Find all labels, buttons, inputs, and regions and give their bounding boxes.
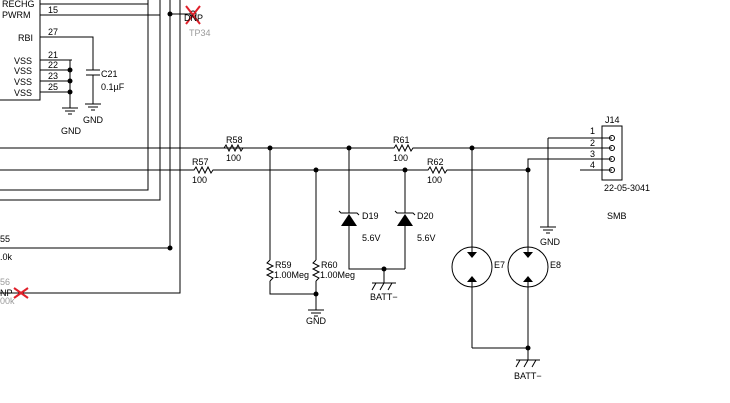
e8-ref: E8 [550, 260, 561, 270]
partial-resistor-value: .0k [0, 252, 13, 262]
c21-capacitor [72, 36, 101, 111]
pin-rechg-label: RECHG [2, 0, 35, 9]
j14-pin-3: 3 [590, 149, 595, 159]
r60-value: 1.00Meg [320, 270, 355, 280]
r57-ref: R57 [192, 157, 209, 167]
batt-label: BATT− [514, 371, 542, 381]
pin-vss-label: VSS [14, 56, 32, 66]
j14-connector [527, 125, 623, 234]
testpoint-ref: TP34 [189, 28, 211, 38]
pin-vss-label: VSS [14, 88, 32, 98]
gnd-label: GND [61, 126, 82, 136]
r59-ref: R59 [275, 260, 292, 270]
r61-value: 100 [393, 153, 408, 163]
partial-resistor-ref: 55 [0, 234, 10, 244]
pin-vss-number: 23 [48, 71, 58, 81]
pin-vss-number: 25 [48, 82, 58, 92]
d19-ref: D19 [362, 211, 379, 221]
pin-pwrm-number: 15 [48, 5, 58, 15]
j14-pin-2: 2 [590, 138, 595, 148]
r58-value: 100 [226, 153, 241, 163]
testpoint-tp34 [185, 5, 201, 25]
r59-value: 1.00Meg [274, 270, 309, 280]
d19-value: 5.6V [362, 233, 381, 243]
testpoint-dnp-label: DNP [184, 13, 203, 23]
j14-ref: J14 [605, 115, 620, 125]
vss-gnd-net [62, 60, 78, 115]
r57-resistor [190, 165, 217, 175]
d19-zener [338, 148, 405, 270]
r62-value: 100 [427, 175, 442, 185]
r61-ref: R61 [393, 135, 410, 145]
batt-minus-symbol [371, 266, 396, 291]
j14-part-number: 22-05-3041 [604, 183, 650, 193]
e7-ref: E7 [494, 260, 505, 270]
bottom-net [180, 165, 531, 175]
c21-value: 0.1µF [101, 82, 125, 92]
smb-label: SMB [607, 211, 627, 221]
ic-body [0, 0, 41, 101]
pin-rbi-number: 27 [48, 27, 58, 37]
partial-resistor-ref-gray: 56 [0, 277, 10, 287]
pin-vss-label: VSS [14, 66, 32, 76]
d20-zener [394, 170, 416, 269]
gnd-label: GND [306, 316, 327, 326]
partial-resistor-value-gray: 00k [0, 296, 15, 306]
d20-value: 5.6V [417, 233, 436, 243]
gnd-label: GND [540, 237, 561, 247]
d20-ref: D20 [417, 211, 434, 221]
c21-ref: C21 [101, 69, 118, 79]
pin-vss-label: VSS [14, 77, 32, 87]
partial-dnp-label: NP [0, 288, 13, 298]
r57-value: 100 [192, 175, 207, 185]
top-net [267, 143, 612, 153]
r62-ref: R62 [427, 157, 444, 167]
partial-dnp-mark [13, 287, 29, 299]
batt-minus-symbol [472, 345, 540, 368]
r60-ref: R60 [321, 260, 338, 270]
r58-resistor [220, 143, 247, 153]
pin-vss-number: 22 [48, 60, 58, 70]
ic-pins [40, 3, 72, 93]
e8-spark-gap [507, 170, 549, 360]
r58-ref: R58 [226, 135, 243, 145]
j14-pin-4: 4 [590, 160, 595, 170]
pin-rbi-label: RBI [18, 33, 33, 43]
j14-pin-1: 1 [590, 126, 595, 136]
gnd-label: GND [83, 115, 104, 125]
batt-label: BATT− [370, 292, 398, 302]
r59-r60-network [265, 148, 324, 317]
pin-vss-number: 21 [48, 50, 58, 60]
pin-pwrm-label: PWRM [2, 10, 31, 20]
e7-spark-gap [451, 148, 493, 348]
